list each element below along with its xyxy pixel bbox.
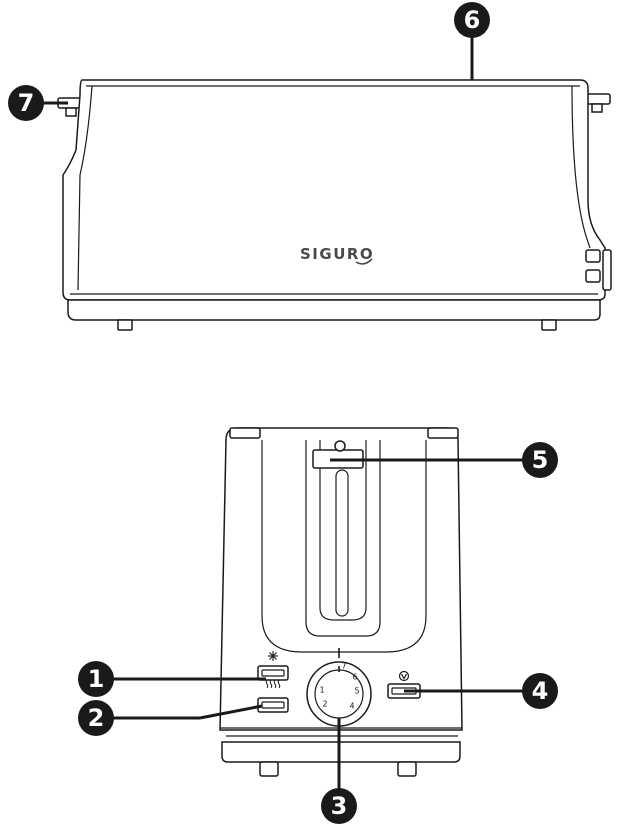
callout-badge-2: 2 — [78, 700, 114, 736]
reheat-button[interactable] — [257, 697, 289, 713]
callout-badge-6: 6 — [454, 2, 490, 38]
stop-icon — [398, 670, 410, 682]
toaster-base-front — [221, 741, 461, 763]
defrost-button[interactable] — [257, 665, 289, 681]
foot — [541, 319, 557, 331]
dial-setting-label: 7 — [341, 662, 346, 671]
callout-badge-1: 1 — [78, 661, 114, 697]
foot — [259, 761, 279, 777]
side-dial-edge — [602, 249, 612, 291]
side-view: SIGURO — [57, 79, 612, 331]
dial-setting-label: 2 — [322, 700, 327, 709]
svg-text:7: 7 — [18, 89, 35, 117]
dial-setting-label: 6 — [352, 673, 357, 682]
callout-badge-3: 3 — [321, 788, 357, 824]
dial-setting-label: 1 — [319, 686, 324, 695]
svg-text:4: 4 — [532, 677, 549, 705]
svg-text:3: 3 — [331, 792, 348, 820]
heat-waves-icon — [265, 679, 281, 689]
dial-setting-label: 5 — [354, 687, 359, 696]
toaster-base-side — [67, 299, 601, 321]
svg-text:1: 1 — [88, 665, 105, 693]
brand-swoosh — [355, 258, 373, 265]
svg-text:5: 5 — [532, 446, 549, 474]
callout-badge-5: 5 — [522, 442, 558, 478]
dial-setting-label: 4 — [349, 702, 354, 711]
foot — [117, 319, 133, 331]
foot — [397, 761, 417, 777]
side-button-top — [585, 249, 601, 263]
side-button-bottom — [585, 269, 601, 283]
callout-badge-4: 4 — [522, 673, 558, 709]
svg-text:6: 6 — [464, 6, 481, 34]
callout-badge-7: 7 — [8, 85, 44, 121]
svg-text:2: 2 — [88, 704, 105, 732]
toaster-body-side — [62, 79, 606, 301]
snowflake-icon — [268, 651, 278, 661]
brand-logo: SIGURO — [300, 245, 374, 263]
